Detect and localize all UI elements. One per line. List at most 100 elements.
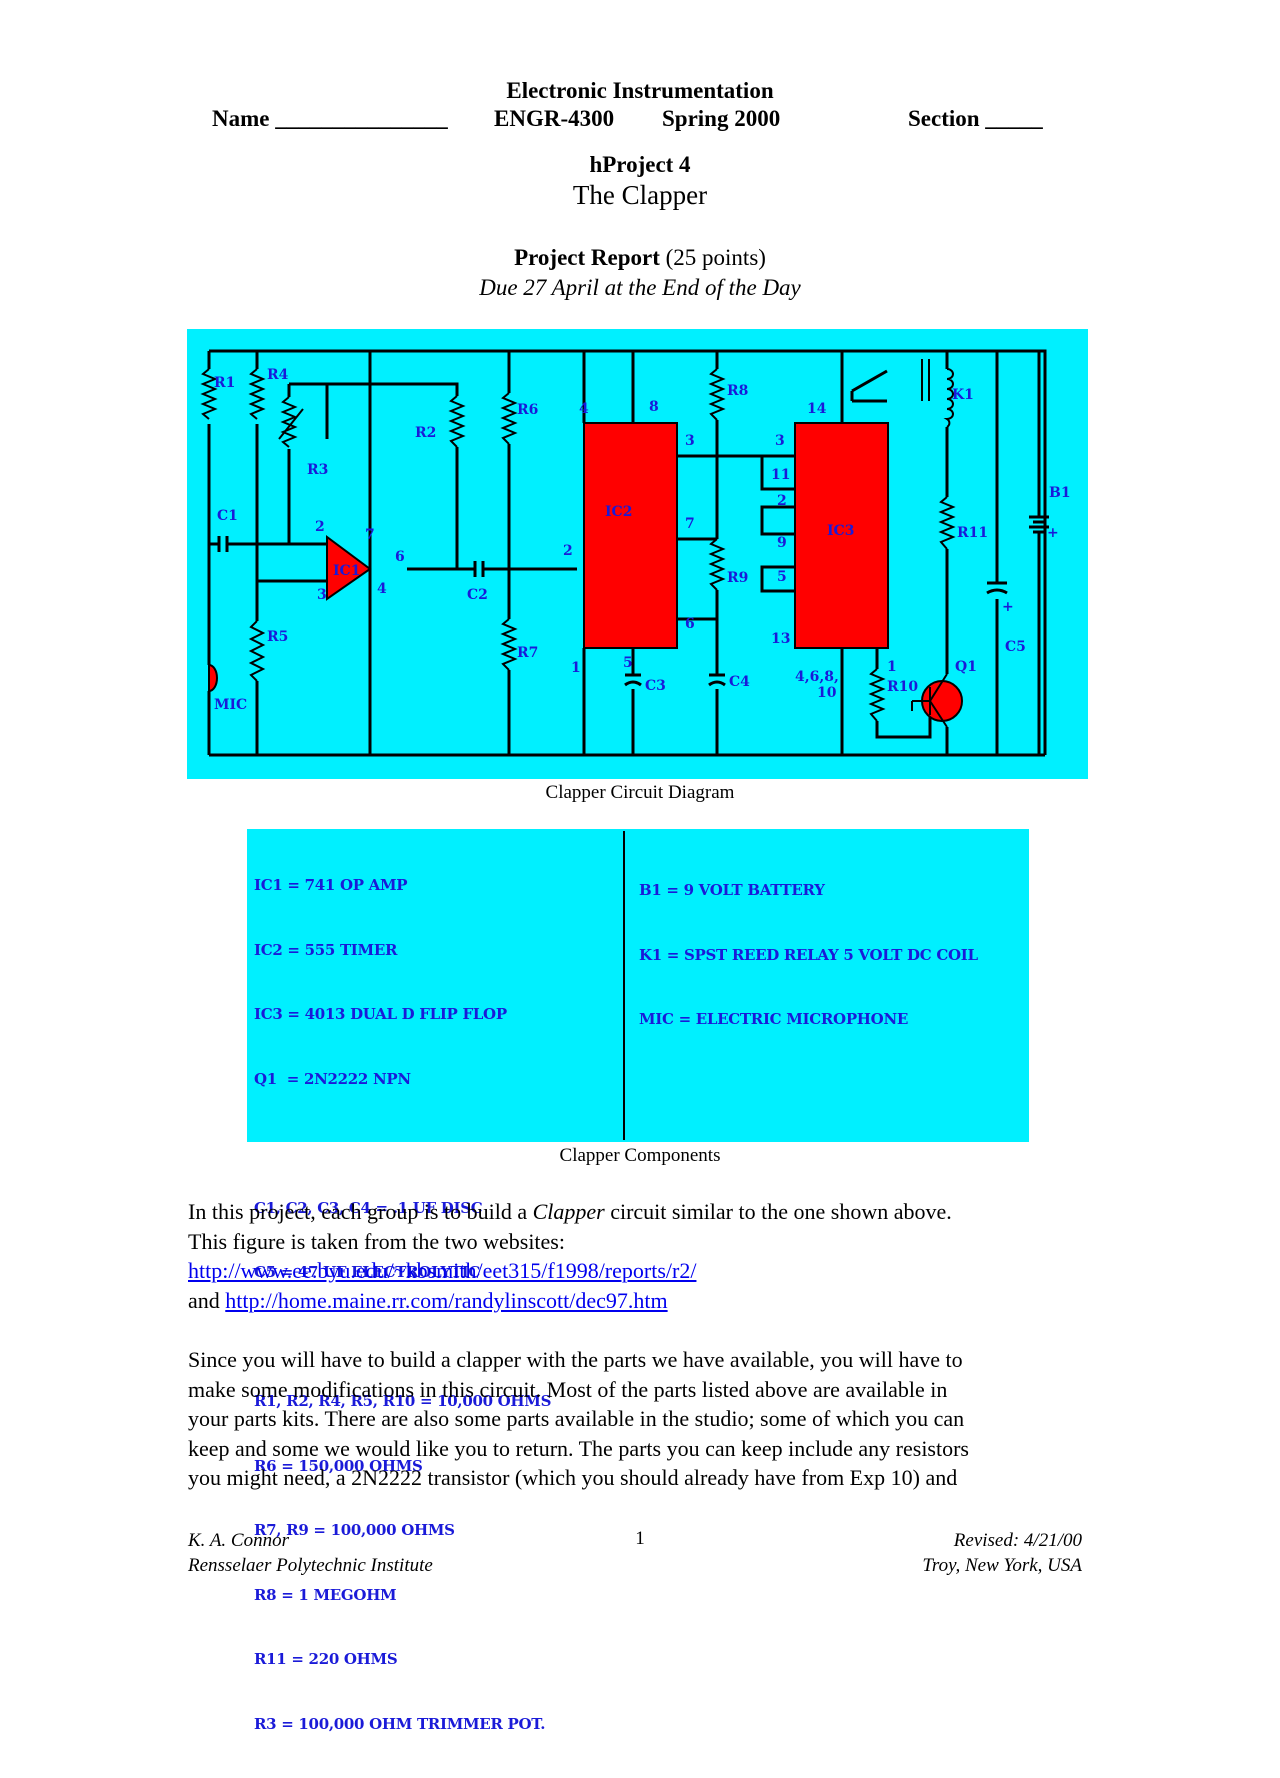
label-c5: C5 bbox=[1005, 639, 1026, 655]
project-title: The Clapper bbox=[572, 180, 708, 210]
component-line: IC3 = 4013 DUAL D FLIP FLOP bbox=[254, 1005, 507, 1023]
clapper-circuit-diagram: R1 R4 R3 R2 R6 R5 R7 R8 R9 R10 R11 C1 C2… bbox=[187, 329, 1088, 779]
section-field-label: Section _____ bbox=[908, 106, 1043, 131]
text-line: make some modifications in this circuit.… bbox=[188, 1376, 948, 1402]
ic3-pin2: 2 bbox=[777, 493, 787, 509]
ic3-pin14: 14 bbox=[807, 401, 827, 417]
component-line: R6 = 150,000 OHMS bbox=[254, 1456, 423, 1475]
component-line: B1 = 9 VOLT BATTERY bbox=[639, 881, 825, 899]
ic1-pin3: 3 bbox=[317, 587, 327, 603]
component-line: IC1 = 741 OP AMP bbox=[254, 876, 408, 894]
ic1-opamp-symbol bbox=[326, 535, 372, 601]
text-line: keep and some we would like you to retur… bbox=[188, 1435, 969, 1461]
component-line: Q1 = 2N2222 NPN bbox=[254, 1069, 411, 1088]
ic2-pin1: 1 bbox=[571, 660, 581, 676]
ic3-gnd-pins: 4,6,8, bbox=[795, 669, 839, 685]
ic2-pin4: 4 bbox=[579, 401, 589, 417]
name-field-label: Name _______________ bbox=[212, 106, 448, 131]
footer-left: K. A. Connor Rensselaer Polytechnic Inst… bbox=[188, 1528, 433, 1578]
footer-revised: Revised: 4/21/00 bbox=[953, 1530, 1082, 1551]
ic3-pin11: 11 bbox=[771, 467, 790, 483]
ic3-pin9: 9 bbox=[777, 535, 787, 551]
report-line: Project Report (25 points) bbox=[0, 245, 1280, 271]
text: and bbox=[188, 1287, 226, 1313]
label-r1: R1 bbox=[214, 375, 235, 391]
label-r5: R5 bbox=[267, 629, 288, 645]
label-r2: R2 bbox=[415, 425, 436, 441]
text-line: Since you will have to build a clapper w… bbox=[188, 1347, 963, 1372]
label-ic1: IC1 bbox=[333, 563, 360, 579]
component-line: R11 = 220 OHMS bbox=[254, 1650, 398, 1668]
ic1-pin2: 2 bbox=[315, 519, 325, 535]
text-line: you might need, a 2N2222 transistor (whi… bbox=[188, 1465, 958, 1490]
footer-location: Troy, New York, USA bbox=[922, 1555, 1082, 1576]
label-mic: MIC bbox=[214, 697, 247, 713]
component-line: R3 = 100,000 OHM TRIMMER POT. bbox=[254, 1714, 546, 1733]
ic3-pin13: 13 bbox=[771, 631, 790, 647]
body-paragraph-1: In this project, each group is to build … bbox=[188, 1197, 1108, 1315]
component-line: R7, R9 = 100,000 OHMS bbox=[254, 1521, 455, 1539]
component-line: C5 = 47 UF ELECTROLYTIC bbox=[254, 1263, 480, 1281]
ic2-pin3: 3 bbox=[685, 433, 695, 449]
term: Spring 2000 bbox=[662, 106, 781, 131]
label-r7: R7 bbox=[517, 645, 538, 661]
components-left-list: IC1 = 741 OP AMP IC2 = 555 TIMER IC3 = 4… bbox=[254, 832, 551, 1778]
label-r8: R8 bbox=[727, 383, 748, 399]
footer-institution: Rensselaer Polytechnic Institute bbox=[188, 1555, 433, 1576]
ic1-pin7: 7 bbox=[365, 527, 375, 543]
ic3-block bbox=[794, 422, 889, 649]
course-title: Electronic Instrumentation bbox=[506, 78, 774, 103]
label-r3: R3 bbox=[307, 462, 328, 478]
ic2-pin6: 6 bbox=[685, 616, 695, 632]
link-maine[interactable]: http://home.maine.rr.com/randylinscott/d… bbox=[225, 1287, 668, 1313]
component-line: MIC = ELECTRIC MICROPHONE bbox=[639, 1010, 908, 1028]
ic3-pin1: 1 bbox=[887, 659, 897, 675]
project-number: hProject 4 bbox=[589, 152, 691, 177]
c5-plus: + bbox=[1002, 599, 1014, 615]
ic2-pin5: 5 bbox=[623, 655, 633, 671]
footer-right: Revised: 4/21/00 Troy, New York, USA bbox=[922, 1528, 1082, 1578]
label-r10: R10 bbox=[887, 679, 918, 695]
components-panel: IC1 = 741 OP AMP IC2 = 555 TIMER IC3 = 4… bbox=[247, 829, 1029, 1733]
ic3-pin3: 3 bbox=[775, 433, 785, 449]
label-k1: K1 bbox=[952, 387, 974, 403]
label-q1: Q1 bbox=[955, 659, 977, 675]
component-line: R8 = 1 MEGOHM bbox=[254, 1585, 397, 1604]
ic3-gnd-pins-2: 10 bbox=[817, 685, 837, 701]
body-paragraph-2: Since you will have to build a clapper w… bbox=[188, 1345, 1108, 1493]
label-ic3: IC3 bbox=[827, 523, 854, 539]
clapper-emphasis: Clapper bbox=[532, 1199, 605, 1224]
label-r11: R11 bbox=[957, 525, 988, 541]
label-b1: B1 bbox=[1049, 485, 1071, 501]
label-r6: R6 bbox=[517, 402, 538, 418]
component-line: K1 = SPST REED RELAY 5 VOLT DC COIL bbox=[639, 945, 978, 964]
label-ic2: IC2 bbox=[605, 504, 632, 520]
text: In this project, each group is to build … bbox=[188, 1199, 533, 1224]
ic2-pin7: 7 bbox=[685, 516, 695, 532]
label-c4: C4 bbox=[729, 674, 750, 690]
circuit-caption: Clapper Circuit Diagram bbox=[545, 782, 735, 803]
report-label: Project Report bbox=[514, 245, 660, 270]
ic2-pin8: 8 bbox=[649, 399, 659, 415]
text-line: your parts kits. There are also some par… bbox=[188, 1406, 965, 1431]
label-c2: C2 bbox=[467, 587, 488, 603]
page-number: 1 bbox=[635, 1528, 645, 1549]
components-right-list: B1 = 9 VOLT BATTERY K1 = SPST REED RELAY… bbox=[639, 837, 978, 1074]
due-date: Due 27 April at the End of the Day bbox=[479, 275, 801, 300]
footer-author: K. A. Connor bbox=[188, 1530, 290, 1551]
component-line: R1, R2, R4, R5, R10 = 10,000 OHMS bbox=[254, 1392, 552, 1410]
label-r9: R9 bbox=[727, 570, 748, 586]
label-c3: C3 bbox=[645, 678, 666, 694]
report-points: (25 points) bbox=[659, 245, 766, 270]
ic2-pin2: 2 bbox=[563, 543, 573, 559]
components-caption: Clapper Components bbox=[559, 1145, 721, 1166]
label-c1: C1 bbox=[217, 508, 238, 524]
mic-symbol bbox=[208, 663, 218, 693]
label-r4: R4 bbox=[267, 367, 289, 383]
text: circuit similar to the one shown above. bbox=[604, 1199, 952, 1224]
component-line: IC2 = 555 TIMER bbox=[254, 940, 398, 959]
ic1-pin6: 6 bbox=[395, 549, 405, 565]
ic2-block bbox=[583, 422, 678, 649]
components-divider bbox=[623, 831, 625, 1140]
link-byu[interactable]: http://www.ee.byu.edu/~kbsmith/eet315/f1… bbox=[188, 1258, 697, 1283]
